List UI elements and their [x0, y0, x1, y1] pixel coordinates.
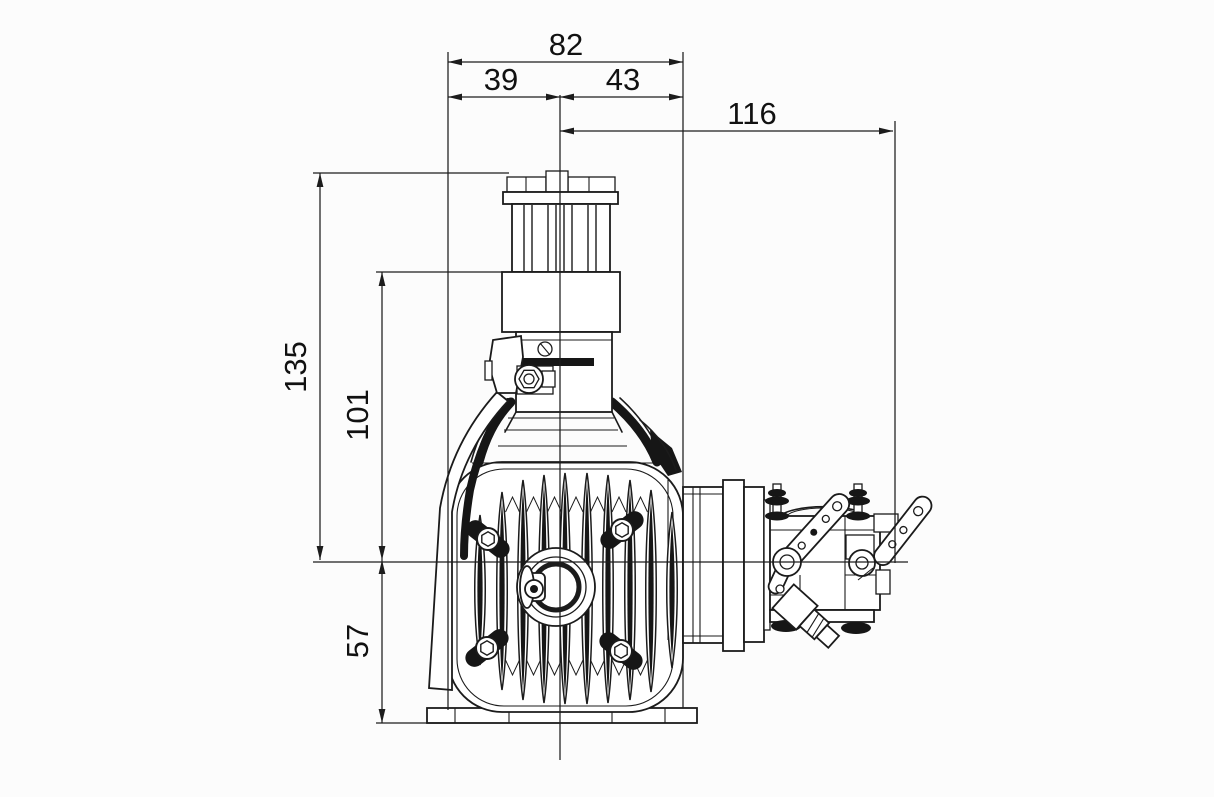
dim-label-82: 82 [549, 27, 583, 62]
dimension-height-below-axis: 57 [340, 560, 386, 723]
dim-label-135: 135 [278, 341, 313, 393]
cylinder-ribs [523, 205, 597, 271]
dimension-width-left: 39 [448, 62, 560, 101]
crankcase-shoulders [460, 397, 682, 560]
ignition-lead-tube [428, 390, 510, 691]
engine-outline [426, 170, 933, 724]
fuel-nipple-fitting [771, 583, 841, 650]
fin-webs [505, 495, 648, 677]
dimension-height-cylinder: 101 [340, 272, 386, 560]
carb-stud-right [846, 483, 870, 521]
corner-bolts [465, 511, 644, 670]
dimension-width-total: 82 [448, 27, 683, 66]
clamp-bracket [484, 334, 556, 395]
extension-lines [313, 52, 908, 760]
dim-label-57: 57 [340, 624, 375, 658]
dim-label-39: 39 [484, 62, 518, 97]
intake-spacer-drums [682, 479, 771, 652]
dim-label-43: 43 [606, 62, 640, 97]
dimension-width-right: 43 [560, 62, 683, 101]
crankshaft-hub [516, 547, 596, 627]
dim-label-101: 101 [340, 389, 375, 441]
dimension-height-total: 135 [278, 173, 324, 560]
choke-arm [848, 495, 933, 581]
carburetor [765, 483, 933, 650]
dimension-carb-extent: 116 [560, 96, 893, 135]
carb-stud-left [765, 483, 789, 521]
dim-label-116: 116 [727, 96, 776, 131]
